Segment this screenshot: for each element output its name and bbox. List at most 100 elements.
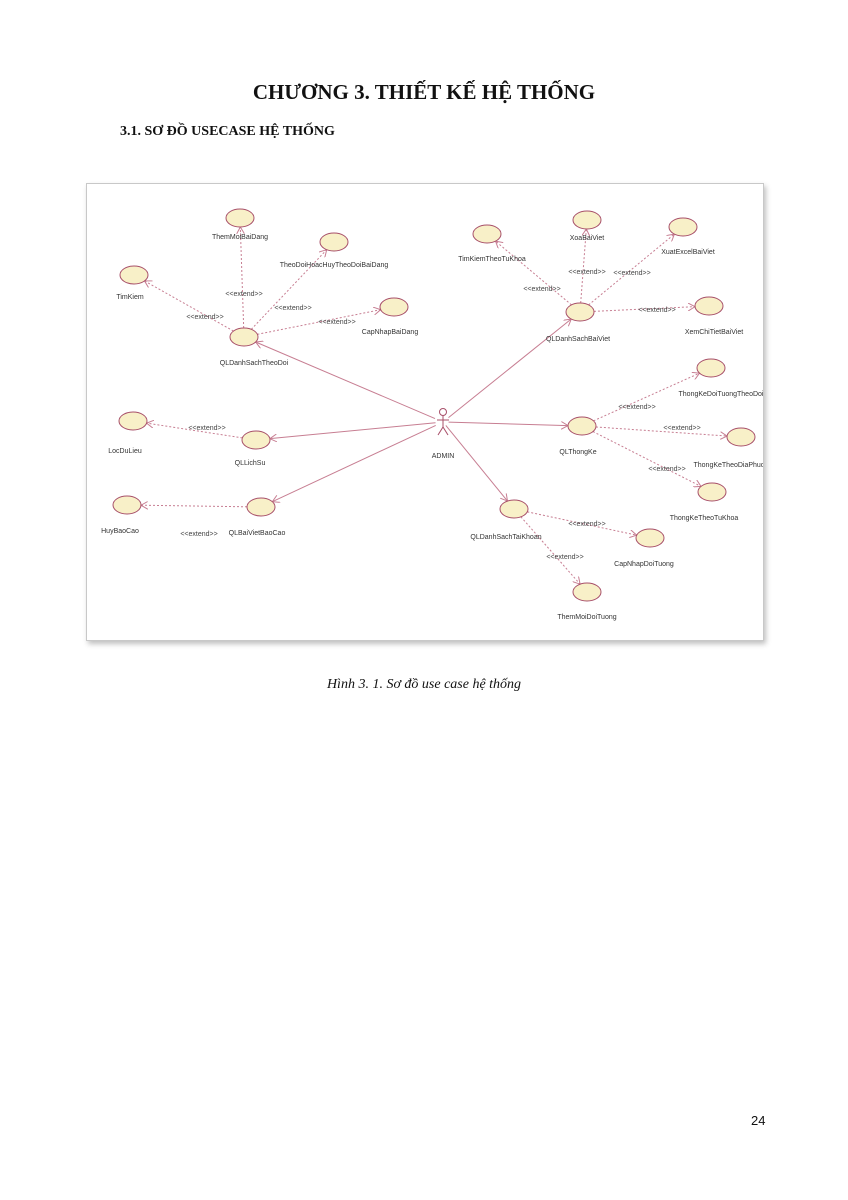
association-qlbvbc	[272, 424, 436, 501]
extend-line-xemct	[593, 307, 695, 312]
usecase-huybaocao: HuyBaoCao	[101, 495, 142, 535]
extend-label: <<extend>>	[225, 291, 262, 298]
usecase-themmoidt: ThemMoiDoiTuong	[557, 582, 617, 621]
actor-head-icon	[439, 408, 447, 416]
usecase-timkiemtk: TimKiemTheoTuKhoa	[458, 224, 526, 263]
extend-label: <<extend>>	[318, 319, 355, 326]
usecase-label: XoaBaiViet	[570, 235, 605, 242]
usecase-label: QLDanhSachBaiViet	[546, 336, 610, 343]
usecase-qllichsu: QLLichSu	[235, 430, 271, 467]
extend-line-tkdt	[593, 373, 699, 422]
usecase-label: TimKiem	[116, 294, 144, 301]
usecase-ellipse	[668, 217, 698, 237]
page-number: 24	[751, 1113, 766, 1128]
usecase-capnhapdt: CapNhapDoiTuong	[614, 528, 674, 568]
usecase-ellipse	[119, 265, 149, 285]
usecase-label: ThemMoiDoiTuong	[557, 614, 616, 621]
extend-label: <<extend>>	[663, 425, 700, 432]
usecase-ellipse	[472, 224, 502, 244]
usecase-ellipse	[499, 499, 529, 519]
usecase-ellipse	[379, 297, 409, 317]
usecase-ellipse	[246, 497, 276, 517]
extend-label: <<extend>>	[618, 404, 655, 411]
usecase-ellipse	[241, 430, 271, 450]
extend-line-capnhapdt	[527, 511, 636, 535]
usecase-qltk: QLThongKe	[559, 416, 597, 456]
usecase-ellipse	[635, 528, 665, 548]
usecase-ellipse	[565, 302, 595, 322]
usecase-label: HuyBaoCao	[101, 528, 139, 535]
usecase-xoabv: XoaBaiViet	[570, 210, 605, 242]
usecase-label: XuatExcelBaiViet	[661, 249, 715, 256]
usecase-diagram-figure: <<extend>> <<extend>> <<extend>> <<extend>>…	[86, 183, 764, 641]
usecase-ellipse	[118, 411, 148, 431]
usecase-ellipse	[572, 582, 602, 602]
usecase-ellipse	[572, 210, 602, 230]
usecase-ellipse	[697, 482, 727, 502]
usecase-label: LocDuLieu	[108, 448, 142, 455]
association-qldsd	[256, 342, 436, 420]
usecase-ellipse	[694, 296, 724, 316]
usecase-qlbvbc: QLBaiVietBaoCao	[229, 497, 286, 537]
usecase-label: TheoDoiHoacHuyTheoDoiBaiDang	[280, 262, 389, 269]
usecase-locdulieu: LocDuLieu	[108, 411, 148, 455]
extend-label: <<extend>>	[274, 305, 311, 312]
association-qldstk	[445, 425, 508, 501]
extend-line-themmoidt	[520, 516, 580, 584]
usecase-ellipse	[229, 327, 259, 347]
usecase-qldsbv: QLDanhSachBaiViet	[546, 302, 610, 343]
usecase-ellipse	[696, 358, 726, 378]
section-title: 3.1. SƠ ĐỒ USECASE HỆ THỐNG	[120, 124, 335, 139]
association-qldsbv	[448, 319, 571, 418]
usecase-label: ThongKeTheoTuKhoa	[670, 515, 739, 522]
extend-line-timkiemtk	[496, 241, 572, 306]
extend-line-themmoi	[240, 227, 243, 329]
usecase-tkdp: ThongKeTheoDiaPhuong	[693, 427, 763, 469]
usecase-qldstk: QLDanhSachTaiKhoan	[470, 499, 542, 541]
association-qltk	[448, 422, 568, 425]
usecase-qldsd: QLDanhSachTheoDoi	[220, 327, 289, 367]
usecase-tktk: ThongKeTheoTuKhoa	[670, 482, 739, 522]
figure-caption: Hình 3. 1. Sơ đồ use case hệ thống	[326, 677, 522, 692]
extend-line-tkdp	[595, 426, 727, 436]
extend-line-capnhapbd	[257, 310, 380, 335]
usecase-xemct: XemChiTietBaiViet	[685, 296, 743, 336]
usecase-label: TimKiemTheoTuKhoa	[458, 256, 526, 263]
extend-label: <<extend>>	[188, 425, 225, 432]
usecase-label: QLDanhSachTheoDoi	[220, 360, 289, 367]
usecase-themmoi: ThemMoiBaiDang	[212, 208, 268, 241]
usecase-ellipse	[319, 232, 349, 252]
actor-leg-icon	[437, 426, 444, 436]
extend-label: <<extend>>	[186, 314, 223, 321]
usecase-tkdt: ThongKeDoiTuongTheoDoi	[679, 358, 763, 398]
actor-label: ADMIN	[432, 453, 455, 460]
usecase-label: CapNhapBaiDang	[362, 329, 419, 336]
extend-line-tktk	[592, 431, 701, 487]
usecase-label: QLBaiVietBaoCao	[229, 530, 286, 537]
usecase-ellipse	[225, 208, 255, 228]
usecase-ellipse	[112, 495, 142, 515]
extend-label: <<extend>>	[180, 531, 217, 538]
usecase-theodoi: TheoDoiHoacHuyTheoDoiBaiDang	[280, 232, 389, 269]
usecase-label: XemChiTietBaiViet	[685, 329, 743, 336]
usecase-label: ThongKeDoiTuongTheoDoi	[679, 391, 763, 398]
extend-line-locdulieu	[147, 423, 243, 439]
usecase-label: ThongKeTheoDiaPhuong	[693, 462, 763, 469]
association-qllichsu	[270, 422, 436, 439]
extend-line-timkiem	[145, 281, 234, 332]
extend-line-xuatexcel	[588, 234, 675, 306]
usecase-timkiem: TimKiem	[116, 265, 149, 301]
extend-label: <<extend>>	[523, 286, 560, 293]
extend-label: <<extend>>	[613, 270, 650, 277]
extend-label: <<extend>>	[546, 554, 583, 561]
usecase-label: QLThongKe	[559, 449, 596, 456]
extend-label: <<extend>>	[568, 521, 605, 528]
usecase-ellipse	[567, 416, 597, 436]
usecase-diagram: <<extend>> <<extend>> <<extend>> <<extend>>…	[101, 208, 763, 621]
extend-label: <<extend>>	[568, 269, 605, 276]
actor-admin: ADMIN	[432, 408, 455, 460]
actor-leg-icon	[442, 426, 449, 436]
chapter-title: CHƯƠNG 3. THIẾT KẾ HỆ THỐNG	[252, 80, 596, 104]
usecase-ellipse	[726, 427, 756, 447]
extend-line-huybaocao	[141, 505, 248, 507]
